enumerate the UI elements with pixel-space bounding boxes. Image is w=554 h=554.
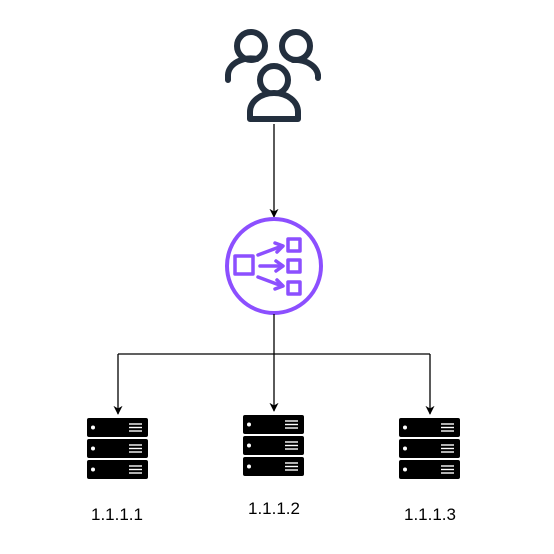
server-icon [87, 418, 148, 479]
server-icon [243, 415, 304, 476]
server-icon [399, 418, 460, 479]
users-icon [225, 29, 321, 122]
lb-to-servers-connectors [113, 314, 435, 415]
server-label-2: 1.1.1.2 [248, 499, 300, 518]
load-balancer-icon [225, 217, 323, 315]
server-label-1: 1.1.1.1 [91, 505, 143, 524]
server-label-3: 1.1.1.3 [404, 505, 456, 524]
